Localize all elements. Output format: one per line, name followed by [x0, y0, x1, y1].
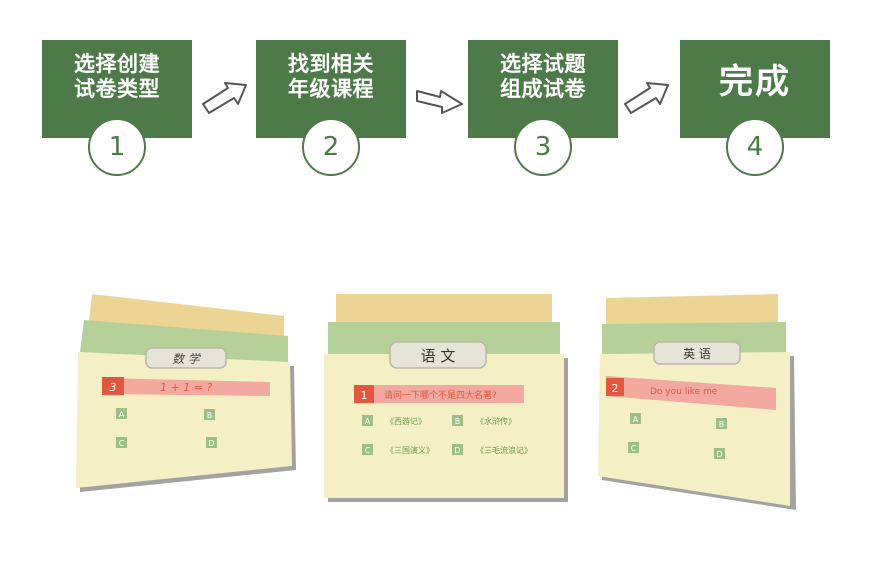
- chinese-card-back-tab: [336, 294, 552, 330]
- svg-text:《西游记》: 《西游记》: [386, 416, 426, 426]
- step-2-number: 2: [302, 118, 360, 176]
- svg-text:B: B: [719, 420, 725, 429]
- step-4-box: 完成 4: [680, 40, 830, 176]
- svg-text:B: B: [207, 411, 213, 420]
- arrow-right-icon: [624, 82, 669, 114]
- step-3-title: 选择试题 组成试卷: [500, 52, 586, 101]
- arrow-right-icon: [416, 90, 463, 114]
- svg-text:D: D: [716, 450, 722, 459]
- math-question-number: 3: [110, 381, 117, 394]
- chinese-card-middle-tab: [328, 322, 560, 356]
- chinese-question-number: 1: [361, 389, 368, 402]
- chinese-option-c[interactable]: C 《三国演义》: [362, 444, 434, 455]
- math-option-a[interactable]: A: [116, 408, 127, 419]
- svg-text:D: D: [208, 439, 214, 448]
- chinese-question-bar: [354, 385, 524, 403]
- step-1-title: 选择创建 试卷类型: [74, 52, 160, 101]
- svg-text:C: C: [365, 446, 371, 455]
- english-card-tab-label: 英 语: [683, 347, 711, 361]
- english-option-d[interactable]: D: [714, 448, 725, 459]
- chinese-question-number-bg: [354, 385, 374, 403]
- chinese-card-tab-label-bg: [389, 341, 487, 369]
- math-option-c[interactable]: C: [116, 437, 127, 448]
- chinese-card-tab-label: 语 文: [421, 347, 456, 365]
- svg-text:《三国演义》: 《三国演义》: [386, 445, 434, 455]
- step-1-box: 选择创建 试卷类型 1: [42, 40, 192, 176]
- english-card-tab-label-bg: [653, 341, 741, 365]
- svg-text:B: B: [455, 417, 461, 426]
- english-option-a[interactable]: A: [630, 413, 641, 424]
- arrow-right-icon: [202, 82, 247, 114]
- svg-text:《水浒传》: 《水浒传》: [476, 416, 516, 426]
- math-option-d[interactable]: D: [206, 437, 217, 448]
- step-3-box: 选择试题 组成试卷 3: [468, 40, 618, 176]
- step-4-number: 4: [726, 118, 784, 176]
- chinese-option-a[interactable]: A 《西游记》: [362, 415, 426, 426]
- english-card: 英 语 2 Do you like me A B C D: [598, 294, 796, 510]
- svg-text:D: D: [454, 446, 460, 455]
- math-question-number-bg: [102, 377, 124, 395]
- step-4-title: 完成: [719, 62, 791, 102]
- english-card-back-tab: [606, 294, 778, 332]
- math-question-text: 1 + 1 = ?: [160, 381, 212, 394]
- math-card-tab-label: 数 学: [172, 352, 202, 366]
- math-card-body: [76, 352, 292, 488]
- step-2-box: 找到相关 年级课程 2: [256, 40, 406, 176]
- math-card-tab-label-bg: [145, 347, 227, 369]
- chinese-card-body: [324, 354, 564, 498]
- math-card: 数 学 3 1 + 1 = ? A B C D: [76, 294, 296, 492]
- svg-text:A: A: [633, 415, 639, 424]
- english-question-bar: [606, 376, 776, 410]
- svg-text:C: C: [631, 444, 637, 453]
- math-question-bar: [102, 378, 270, 396]
- english-question-number: 2: [612, 382, 619, 395]
- math-option-b[interactable]: B: [204, 409, 215, 420]
- english-option-c[interactable]: C: [628, 442, 639, 453]
- chinese-option-b[interactable]: B 《水浒传》: [452, 415, 516, 426]
- svg-text:C: C: [119, 439, 125, 448]
- step-2-title: 找到相关 年级课程: [288, 52, 374, 101]
- math-card-middle-tab: [80, 320, 288, 366]
- english-question-text: Do you like me: [650, 387, 718, 397]
- chinese-option-d[interactable]: D 《三毛流浪记》: [452, 444, 532, 455]
- svg-text:A: A: [365, 417, 371, 426]
- step-1-number: 1: [88, 118, 146, 176]
- chinese-card: 语 文 1 请问一下哪个不是四大名著? A 《西游记》 B 《水浒传》 C 《三…: [324, 294, 568, 502]
- svg-text:《三毛流浪记》: 《三毛流浪记》: [476, 445, 532, 455]
- step-3-number: 3: [514, 118, 572, 176]
- english-question-number-bg: [606, 378, 624, 396]
- svg-text:A: A: [119, 410, 125, 419]
- chinese-question-text: 请问一下哪个不是四大名著?: [384, 389, 497, 401]
- english-option-b[interactable]: B: [716, 418, 727, 429]
